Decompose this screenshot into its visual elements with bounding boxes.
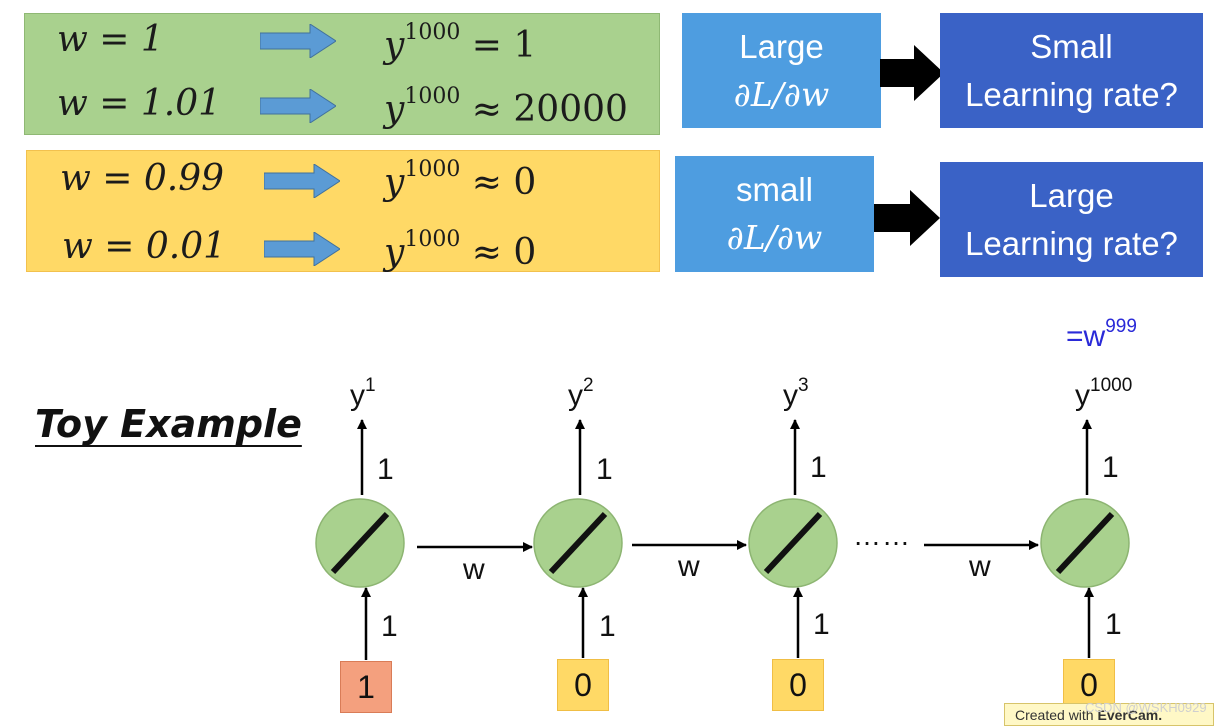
small-gradient-box: small ∂L/∂w (675, 156, 874, 272)
input-box: 0 (1063, 659, 1115, 711)
input-box: 1 (340, 661, 392, 713)
output-weight-label: 1 (377, 453, 394, 486)
output-label: y1 (350, 375, 376, 412)
recurrent-weight-label: w (678, 550, 700, 583)
orange-equation-box (26, 150, 660, 272)
right-arrow-icon (260, 89, 336, 123)
box-line: Large (739, 27, 824, 65)
csdn-watermark: CSDN @WSKH0929 (1085, 700, 1207, 715)
recurrent-weight-label: w (463, 553, 485, 586)
equation-lhs: w = 0.99 (60, 158, 225, 199)
right-arrow-icon (264, 232, 340, 266)
gradient-label: ∂L/∂w (733, 74, 830, 114)
large-gradient-box: Large ∂L/∂w (682, 13, 881, 128)
box-line: Small (1030, 27, 1113, 65)
box-line: Large (1029, 176, 1114, 214)
output-weight-label: 1 (810, 451, 827, 484)
input-weight-label: 1 (1105, 608, 1122, 641)
ellipsis: …… (853, 520, 911, 551)
input-box: 0 (772, 659, 824, 711)
output-label: y2 (568, 375, 594, 412)
linear-node (533, 498, 623, 588)
box-line: small (735, 171, 813, 209)
input-weight-label: 1 (813, 608, 830, 641)
equation-lhs: w = 1.01 (57, 83, 222, 124)
recurrent-weight-label: w (969, 550, 991, 583)
right-arrow-icon (260, 24, 336, 58)
linear-node (315, 498, 405, 588)
equation-lhs: w = 1 (57, 19, 164, 60)
box-line: Learning rate? (965, 75, 1178, 113)
right-arrow-icon (880, 45, 944, 101)
w999-label: =w999 (1066, 316, 1137, 353)
evercam-watermark: Created with EverCam. (1004, 703, 1214, 726)
toy-example-title: Toy Example (35, 402, 302, 446)
output-weight-label: 1 (1102, 451, 1119, 484)
equation-rhs: y1000 ≈ 0 (384, 157, 537, 203)
gradient-label: ∂L/∂w (726, 218, 823, 257)
output-weight-label: 1 (596, 453, 613, 486)
output-label: y1000 (1075, 375, 1133, 412)
input-weight-label: 1 (381, 610, 398, 643)
box-line: Learning rate? (965, 224, 1178, 262)
equation-lhs: w = 0.01 (62, 226, 227, 267)
green-equation-box (24, 13, 660, 135)
large-learning-rate-box: Large Learning rate? (940, 162, 1203, 277)
input-box: 0 (557, 659, 609, 711)
output-label: y3 (783, 375, 809, 412)
input-weight-label: 1 (599, 610, 616, 643)
right-arrow-icon (264, 164, 340, 198)
right-arrow-icon (874, 190, 940, 246)
equation-rhs: y1000 ≈ 20000 (384, 84, 628, 130)
linear-node (1040, 498, 1130, 588)
equation-rhs: y1000 ≈ 0 (384, 227, 537, 273)
linear-node (748, 498, 838, 588)
equation-rhs: y1000 = 1 (384, 20, 537, 66)
small-learning-rate-box: Small Learning rate? (940, 13, 1203, 128)
